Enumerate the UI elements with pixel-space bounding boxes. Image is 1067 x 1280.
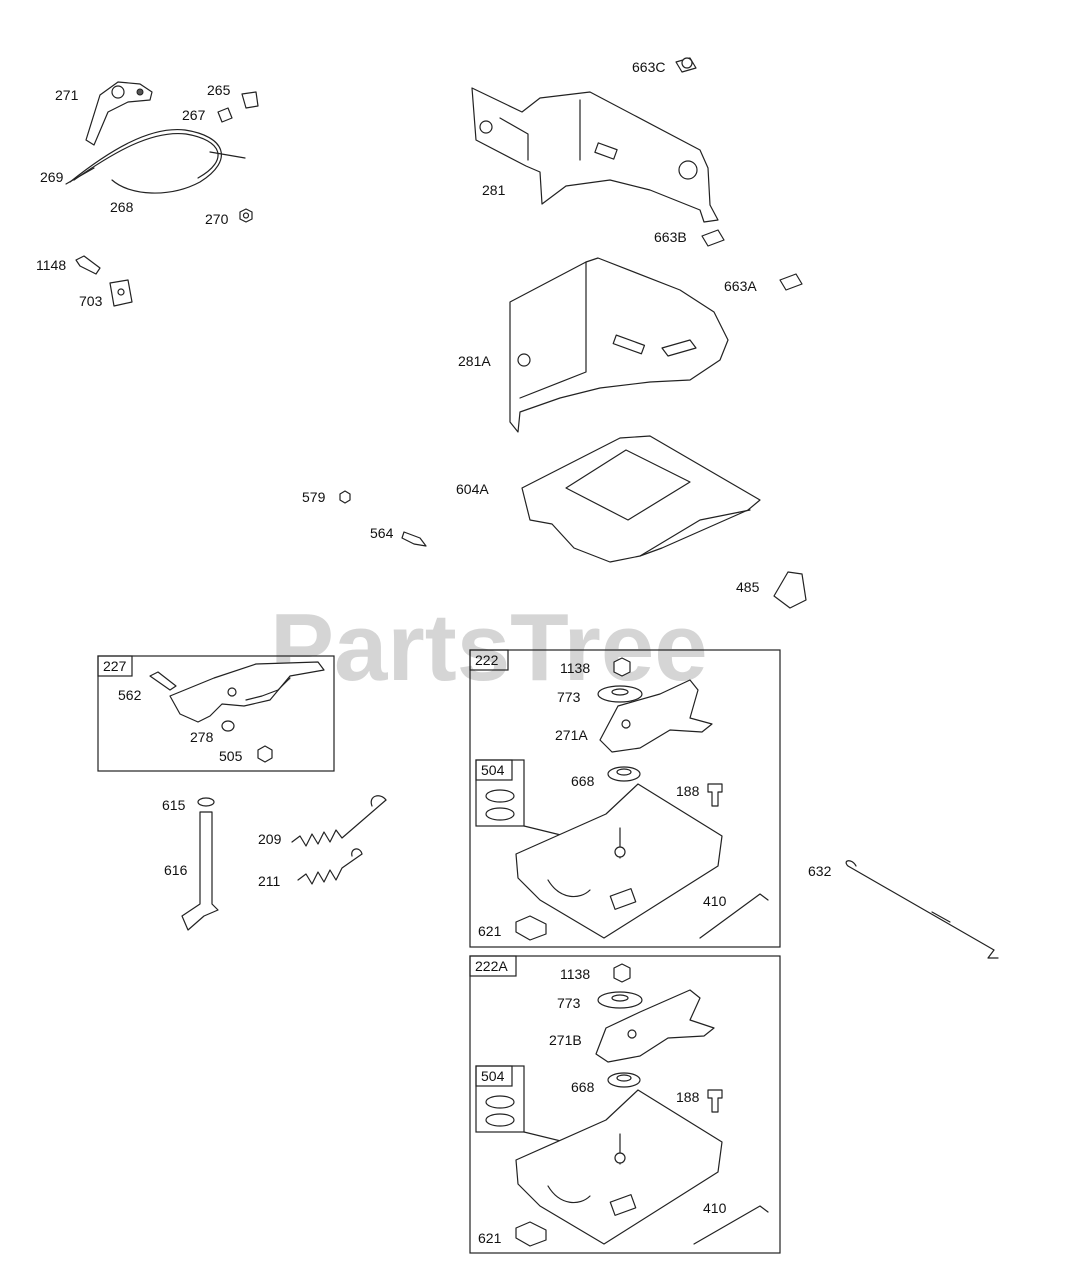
group-227-box: 227 562 278 505	[97, 655, 335, 772]
part-222-bracket	[515, 783, 723, 939]
callout-579: 579	[302, 489, 326, 505]
part-615-washer	[197, 797, 215, 807]
callout-604A: 604A	[456, 481, 489, 497]
callout-616: 616	[164, 862, 188, 878]
part-505-nut	[257, 745, 273, 763]
callout-281A: 281A	[458, 353, 491, 369]
callout-209: 209	[258, 831, 282, 847]
callout-269: 269	[40, 169, 64, 185]
part-281-bracket	[471, 87, 719, 223]
callout-188-b: 188	[676, 1089, 700, 1105]
part-632-governor-link	[845, 860, 999, 959]
callout-211: 211	[258, 873, 281, 889]
callout-632: 632	[808, 863, 832, 879]
part-621-clip	[515, 915, 547, 941]
callout-505: 505	[219, 748, 243, 764]
callout-621: 621	[478, 923, 502, 939]
part-410-link	[699, 893, 769, 939]
part-663A-screw	[779, 273, 803, 291]
part-271B-lever	[595, 989, 715, 1063]
callout-564: 564	[370, 525, 394, 541]
part-267-screw	[217, 107, 233, 123]
part-222A-bracket	[515, 1089, 723, 1245]
group-504-box: 504	[475, 759, 525, 827]
part-270-nut	[239, 208, 253, 223]
part-188-screw-b	[707, 1089, 723, 1113]
callout-271A: 271A	[555, 727, 588, 743]
callout-222A: 222A	[475, 958, 508, 974]
part-281A-bracket	[509, 257, 729, 433]
callout-663A: 663A	[724, 278, 757, 294]
callout-271: 271	[55, 87, 79, 103]
callout-270: 270	[205, 211, 229, 227]
part-485-clip	[773, 571, 807, 609]
callout-504: 504	[481, 762, 505, 778]
callout-485: 485	[736, 579, 760, 595]
callout-227: 227	[103, 658, 127, 674]
group-222A-box: 222A 504	[469, 955, 781, 1254]
callout-410: 410	[703, 893, 727, 909]
callout-773: 773	[557, 689, 581, 705]
callout-188: 188	[676, 783, 700, 799]
callout-668-b: 668	[571, 1079, 595, 1095]
part-1138-nut-b	[613, 963, 631, 983]
part-211-spring	[297, 848, 363, 885]
callout-268: 268	[110, 199, 134, 215]
group-222-box: 222 504	[469, 649, 781, 948]
part-410-link-b	[693, 1205, 769, 1245]
callout-504-b: 504	[481, 1068, 505, 1084]
part-268-throttle-cable	[65, 128, 246, 194]
part-579-nut	[339, 490, 351, 504]
callout-278: 278	[190, 729, 214, 745]
group-504-box-b: 504	[475, 1065, 525, 1133]
callout-1138: 1138	[560, 660, 590, 676]
callout-663B: 663B	[654, 229, 687, 245]
part-663B-screw	[701, 229, 725, 247]
part-703-clip	[109, 279, 133, 307]
part-604A-cover	[521, 435, 761, 563]
callout-1148: 1148	[36, 257, 66, 273]
callout-621-b: 621	[478, 1230, 502, 1246]
part-265-clip	[241, 91, 259, 109]
part-1138-nut	[613, 657, 631, 677]
callout-222: 222	[475, 652, 499, 668]
part-663C-screw	[675, 57, 697, 73]
part-209-spring	[291, 795, 387, 847]
part-668-seal	[607, 766, 641, 782]
callout-281: 281	[482, 182, 506, 198]
callout-271B: 271B	[549, 1032, 582, 1048]
part-271-control-bracket	[85, 81, 153, 146]
watermark: PartsTree	[270, 594, 708, 701]
callout-663C: 663C	[632, 59, 665, 75]
callout-267: 267	[182, 107, 206, 123]
callout-410-b: 410	[703, 1200, 727, 1216]
part-271A-lever	[599, 679, 713, 753]
callout-1138-b: 1138	[560, 966, 590, 982]
callout-562: 562	[118, 687, 142, 703]
part-564-screw	[401, 531, 427, 547]
part-773-washer-b	[597, 991, 643, 1009]
part-1148-screw	[75, 255, 101, 275]
callout-615: 615	[162, 797, 186, 813]
part-278-washer	[221, 720, 235, 732]
part-668-seal-b	[607, 1072, 641, 1088]
callout-265: 265	[207, 82, 231, 98]
part-621-clip-b	[515, 1221, 547, 1247]
part-773-washer	[597, 685, 643, 703]
part-227-lever	[169, 661, 325, 723]
part-616-shaft	[181, 811, 219, 931]
callout-703: 703	[79, 293, 103, 309]
part-188-screw	[707, 783, 723, 807]
part-562-bolt	[149, 671, 177, 691]
callout-668: 668	[571, 773, 595, 789]
callout-773-b: 773	[557, 995, 581, 1011]
